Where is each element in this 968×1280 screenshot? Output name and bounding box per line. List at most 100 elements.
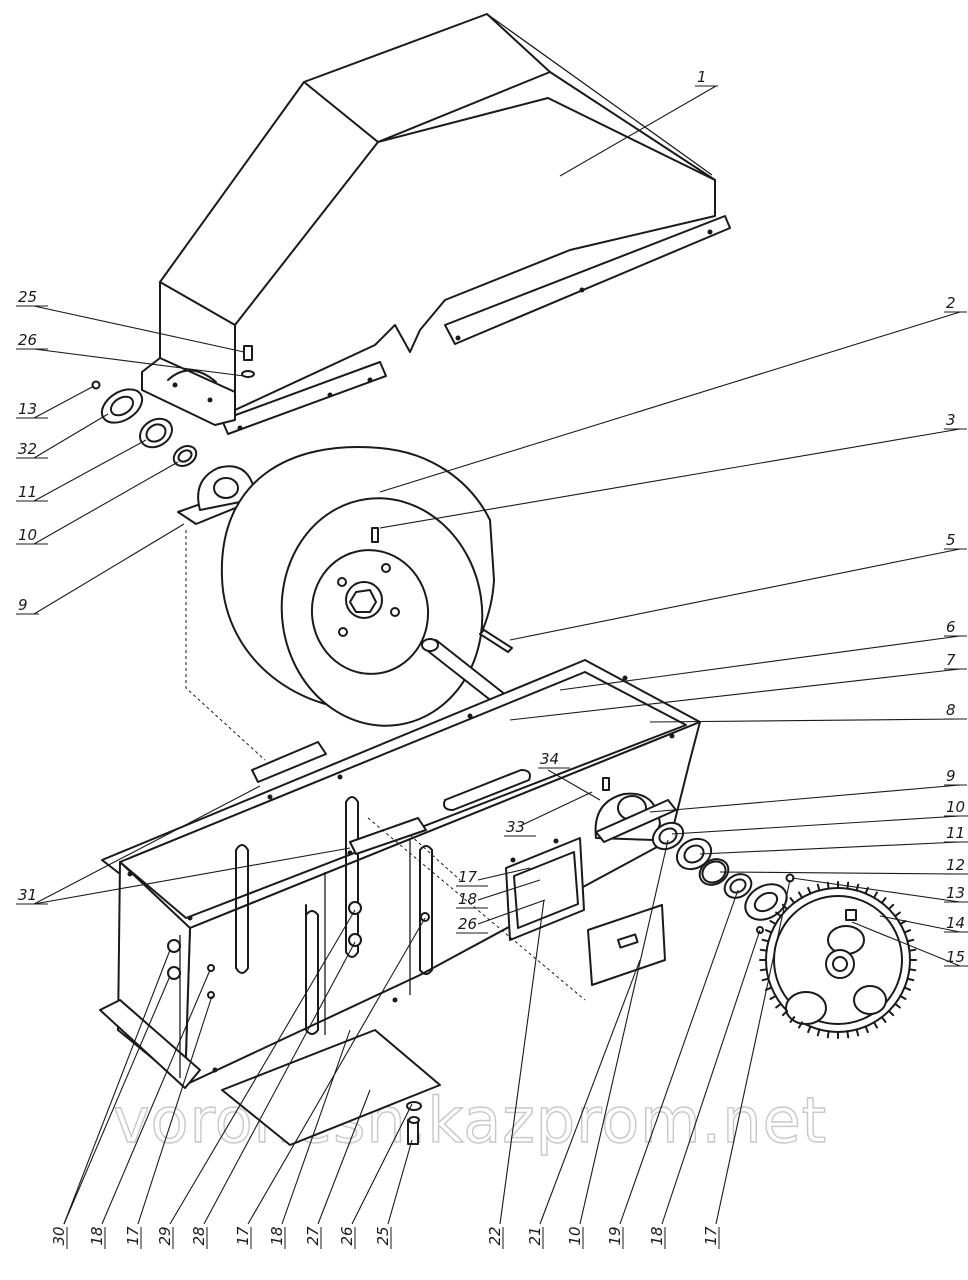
callout-leader-0 [559,85,717,177]
watermark-text: voronesh.kazprom.net [113,1084,827,1157]
callout-leader-20 [33,523,185,615]
sprocket-tooth [903,929,912,934]
sprocket-tooth [846,1030,850,1039]
callout-label: 26 [458,915,477,933]
callout-label: 1 [697,68,707,86]
sprocket-tooth [880,1016,887,1023]
callout-label: 32 [18,440,37,458]
callout-label: 21 [526,1226,544,1245]
callout-leader-30 [169,909,356,1225]
sprocket-tooth [798,891,803,899]
callout-leader-5 [509,668,961,721]
callout-label: 18 [458,890,477,908]
sprocket-tooth [903,986,912,991]
assembly-guides [185,530,586,1001]
callout-leader-18 [33,439,147,502]
main-frame [99,659,701,1146]
callout-label: 10 [18,526,37,544]
sprocket-tooth [775,911,782,918]
sprocket-tooth [781,903,789,911]
callout-label: 19 [606,1226,624,1245]
callout-leader-19 [33,461,179,545]
callout-leader-35 [351,1103,413,1225]
callout-label: 29 [156,1226,174,1245]
sprocket-tooth [887,1009,895,1017]
sprocket-tooth [899,995,907,1000]
sprocket-tooth [789,897,796,904]
callout-label: 18 [88,1226,106,1245]
callout-label: 3 [946,411,956,429]
callout-label: 9 [946,767,956,785]
callout-label: 6 [946,618,956,636]
sprocket-tooth [906,977,915,982]
callout-label: 25 [374,1226,392,1245]
callout-labels: 1235678910111213141525261332111093433311… [16,68,968,1249]
callout-leader-27 [63,949,171,1225]
callout-leader-42 [715,879,791,1225]
callout-leader-14 [33,305,245,353]
callout-label: 30 [50,1226,68,1245]
callout-label: 11 [946,824,965,842]
callout-leader-4 [559,635,961,691]
callout-leader-36 [387,1139,413,1225]
callout-leader-27 [63,975,171,1225]
hood-cover [141,13,731,435]
callout-leader-10 [719,871,961,875]
callout-leader-17 [33,413,109,459]
callout-leader-13 [851,921,961,967]
callout-leader-39 [579,839,669,1225]
callout-leader-40 [619,889,739,1225]
callout-label: 17 [702,1226,720,1246]
callout-leader-1 [379,311,961,493]
sprocket-tooth [798,1021,803,1029]
sprocket-tooth [906,938,915,943]
callout-label: 12 [946,856,965,874]
sprocket-tooth [807,1025,812,1034]
sprocket-tooth [826,1030,830,1039]
callout-label: 15 [946,948,965,966]
callout-label: 10 [946,798,965,816]
callout-leader-32 [247,917,426,1225]
callout-label: 17 [234,1226,252,1246]
callout-leader-33 [281,1029,351,1225]
callout-label: 18 [648,1226,666,1245]
callout-label: 13 [946,884,965,902]
drum-pulley [220,446,495,727]
callout-leader-31 [203,941,356,1225]
callout-leader-38 [539,959,641,1225]
callout-leader-21 [547,769,601,801]
callout-label: 13 [18,400,37,418]
callout-leader-16 [33,385,95,419]
callout-label: 34 [540,750,559,768]
sprocket-tooth [775,1002,782,1009]
sprocket-tooth [887,903,895,911]
callout-leader-23 [33,847,351,905]
callout-label: 10 [566,1226,584,1245]
callout-label: 27 [304,1226,322,1246]
sprocket-tooth [894,1002,901,1009]
callout-label: 26 [18,331,37,349]
callout-label: 31 [18,886,37,904]
callout-leader-37 [499,899,545,1225]
callout-leader-11 [791,877,961,903]
callout-leaders [33,85,961,1225]
sprocket-tooth [764,929,773,934]
callout-label: 7 [946,651,956,669]
sprocket-tooth [789,1016,796,1023]
sprocket-tooth [855,1028,860,1037]
sprocket-tooth [894,911,901,918]
sprocket-tooth [899,920,907,925]
sprocket-tooth [761,977,770,982]
callout-leader-8 [671,815,961,835]
sprocket-tooth [816,883,821,892]
callout-label: 11 [18,483,37,501]
callout-leader-12 [879,915,961,933]
callout-leader-41 [661,929,761,1225]
callout-leader-9 [699,841,961,855]
sprocket-tooth [769,995,777,1000]
callout-label: 26 [338,1226,356,1245]
callout-label: 25 [18,288,37,306]
callout-leader-34 [317,1089,371,1225]
callout-leader-3 [509,548,961,641]
callout-label: 2 [946,294,956,312]
